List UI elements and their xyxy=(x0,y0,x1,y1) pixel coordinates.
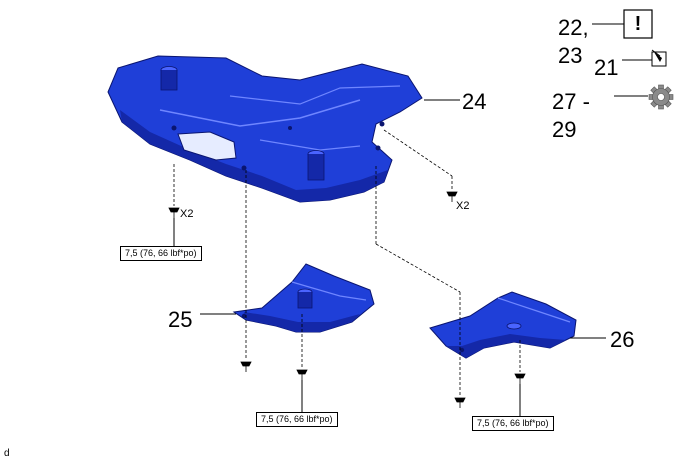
gear-icon xyxy=(648,84,674,110)
cover-24-ridge-3 xyxy=(259,139,361,151)
callout-26: 26 xyxy=(610,327,635,352)
cover-24-hole xyxy=(171,125,177,131)
cover-24-opening xyxy=(177,131,237,161)
under-cover-25 xyxy=(232,263,375,333)
figure-footer: d xyxy=(4,448,10,459)
assembly-lines xyxy=(173,129,521,396)
cover-26-ridge xyxy=(497,297,571,323)
grease-icon xyxy=(651,49,667,67)
dash-line xyxy=(383,129,453,177)
cover-26-boss-top xyxy=(506,322,522,330)
callout-22-23-line2: 23 xyxy=(558,43,583,68)
bolt-icon xyxy=(240,361,252,372)
under-cover-26 xyxy=(429,291,577,359)
cover-25-ridge xyxy=(291,281,367,301)
callout-27-29-line1: 27 - xyxy=(552,89,590,114)
cover-24-hole xyxy=(375,145,381,151)
bolt-icon xyxy=(514,373,526,384)
engine-under-cover-24 xyxy=(107,55,423,203)
bolt-icon xyxy=(454,397,466,408)
callout-21: 21 xyxy=(594,55,619,80)
cover-26-shade xyxy=(446,334,566,358)
cover-25-hole xyxy=(241,313,247,319)
dash-line xyxy=(375,243,461,293)
torque-spec-top: 7,5 (76, 66 lbf*po) xyxy=(120,246,202,261)
cover-24-ridge-1 xyxy=(159,99,361,127)
cover-24-shade xyxy=(120,110,388,202)
leader-lines xyxy=(173,23,652,416)
torque-spec-right: 7,5 (76, 66 lbf*po) xyxy=(472,416,554,431)
callout-24: 24 xyxy=(462,89,487,114)
cover-24-hole xyxy=(288,126,292,130)
cover-24-body xyxy=(107,55,423,203)
qty-right-bolt: X2 xyxy=(456,200,470,212)
cover-24-ridge-2 xyxy=(229,85,401,105)
callout-27-29-line2: 29 xyxy=(552,117,577,142)
cover-24-hole xyxy=(379,121,385,127)
qty-left-bolt: X2 xyxy=(180,208,194,220)
bolt-icon xyxy=(446,191,458,202)
cover-24-boss-left xyxy=(160,70,178,91)
callout-25: 25 xyxy=(168,307,193,332)
callout-22-23-line1: 22, xyxy=(558,15,589,40)
bolt-icon xyxy=(296,369,308,380)
caution-glyph: ! xyxy=(634,13,642,35)
cover-26-hole xyxy=(459,347,465,353)
bolt-icon xyxy=(168,207,180,218)
cover-25-boss xyxy=(297,292,313,309)
caution-icon xyxy=(623,9,653,39)
cover-24-hole xyxy=(241,165,247,171)
cover-24-boss-right xyxy=(307,154,325,181)
bolts xyxy=(168,191,526,408)
torque-spec-middle: 7,5 (76, 66 lbf*po) xyxy=(256,412,338,427)
